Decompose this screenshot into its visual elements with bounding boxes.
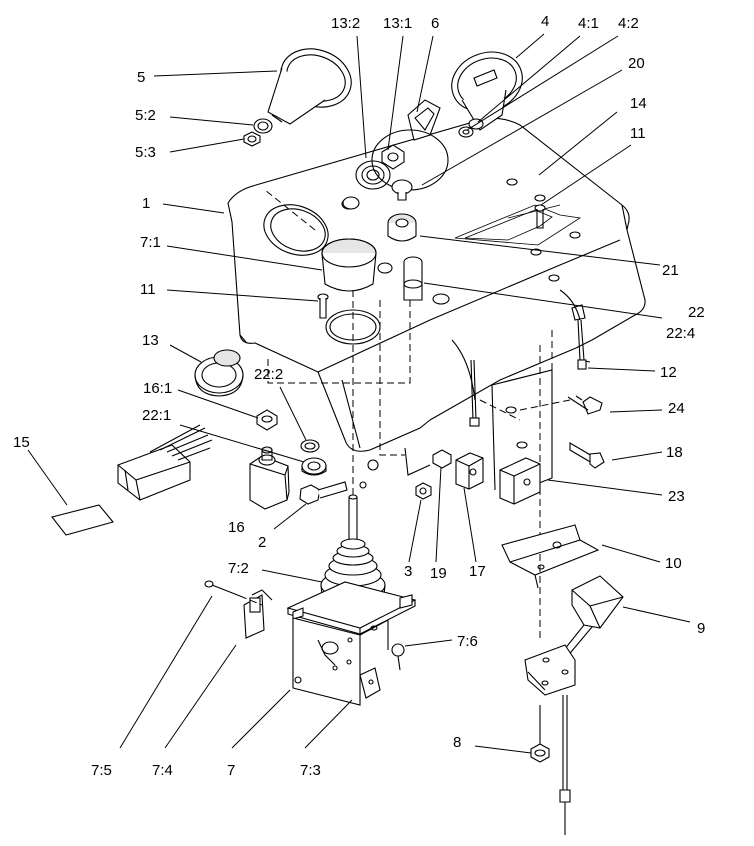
callout-2: 2 [258, 534, 266, 551]
callout-10: 10 [665, 555, 682, 572]
callout-4-1: 4:1 [578, 15, 599, 32]
nut-22-1 [301, 457, 327, 476]
callout-7-6: 7:6 [457, 633, 478, 650]
callout-18: 18 [666, 444, 683, 461]
wire-connector [117, 424, 213, 501]
callout-7-2: 7:2 [228, 560, 249, 577]
callout-20: 20 [628, 55, 645, 72]
decal-15 [51, 504, 114, 536]
callout-12: 12 [660, 364, 677, 381]
callout-13-2: 13:2 [331, 15, 360, 32]
callout-22: 22 [688, 304, 705, 321]
callout-7-5: 7:5 [91, 762, 112, 779]
bolt-2 [299, 481, 348, 505]
callout-7: 7 [227, 762, 235, 779]
block-17 [455, 452, 484, 490]
callout-16-1: 16:1 [143, 380, 172, 397]
nut-19 [432, 449, 452, 469]
callout-13-1: 13:1 [383, 15, 412, 32]
knob-20 [391, 179, 413, 201]
callout-8: 8 [453, 734, 461, 751]
callout-9: 9 [697, 620, 705, 637]
callout-22-2: 22:2 [254, 366, 283, 383]
lever-9 [524, 575, 624, 835]
callout-21: 21 [662, 262, 679, 279]
leader-lines [27, 33, 691, 754]
nut-13-1 [381, 144, 405, 170]
wire-harness-22 [469, 359, 480, 427]
callout-5-3: 5:3 [135, 144, 156, 161]
callout-5: 5 [137, 69, 145, 86]
callout-13: 13 [142, 332, 159, 349]
callout-4: 4 [541, 13, 549, 30]
washer-22-2 [300, 439, 320, 453]
callout-23: 23 [668, 488, 685, 505]
bracket-10 [501, 524, 600, 589]
screw-11-top [534, 204, 546, 229]
washer-13-2 [355, 160, 391, 190]
callout-22-4: 22:4 [666, 325, 695, 342]
callout-19: 19 [430, 565, 447, 582]
control-box-housing [227, 117, 646, 489]
knob-7-1 [321, 238, 377, 292]
bushing-21 [387, 213, 417, 242]
nut-3 [415, 482, 432, 500]
callout-1: 1 [142, 195, 150, 212]
bolt-24 [567, 395, 603, 415]
horn-13 [194, 349, 244, 397]
callout-16: 16 [228, 519, 245, 536]
nut-4-2 [458, 126, 474, 138]
callout-11-left: 11 [140, 281, 156, 298]
callout-24: 24 [668, 400, 685, 417]
callout-labels: 13:2 13:1 6 4 4:1 4:2 20 5 5:2 5:3 14 11… [13, 13, 705, 779]
washer-5-2 [253, 118, 273, 134]
callout-14: 14 [630, 95, 647, 112]
callout-6: 6 [431, 15, 439, 32]
callout-3: 3 [404, 563, 412, 580]
callout-7-3: 7:3 [300, 762, 321, 779]
hole-cap [342, 196, 360, 210]
bolt-18 [569, 442, 605, 469]
callout-7-4: 7:4 [152, 762, 173, 779]
callout-11-top: 11 [630, 125, 646, 142]
nut-16-1 [256, 409, 278, 431]
gauge-5 [267, 48, 352, 125]
switch-16 [249, 446, 290, 510]
callout-22-1: 22:1 [142, 407, 171, 424]
connector-12 [571, 304, 591, 370]
nut-5-3 [243, 131, 261, 147]
gauge-4 [451, 51, 523, 131]
pin-22 [403, 256, 423, 301]
callout-17: 17 [469, 563, 486, 580]
callout-4-2: 4:2 [618, 15, 639, 32]
callout-15: 15 [13, 434, 30, 451]
callout-7-1: 7:1 [140, 234, 161, 251]
nut-8 [530, 705, 550, 763]
screw-11-left [317, 293, 329, 319]
joystick-7 [204, 494, 417, 706]
callout-5-2: 5:2 [135, 107, 156, 124]
block-23 [499, 457, 541, 505]
